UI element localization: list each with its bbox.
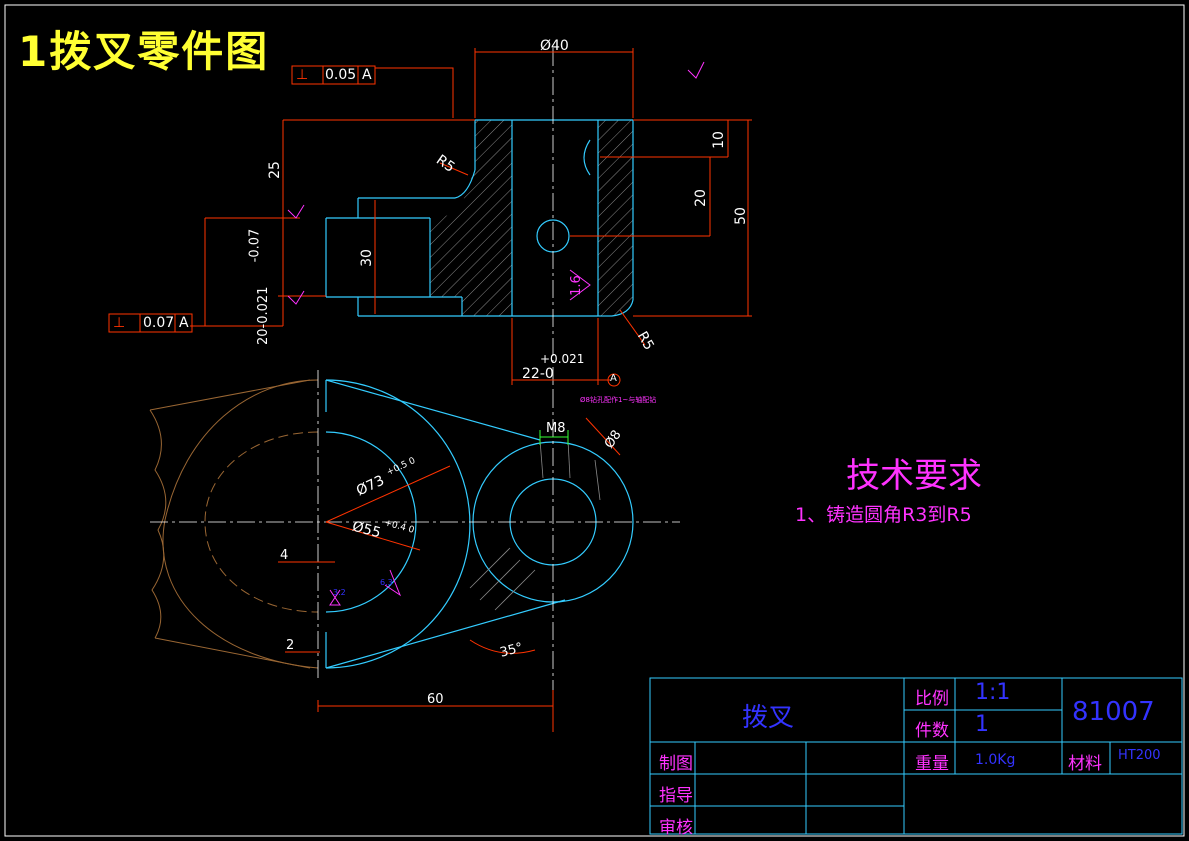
title-block-review-label: 审核: [659, 818, 693, 838]
title-block-weight-value: 1.0Kg: [975, 752, 1016, 768]
fcf-left-symbol: ⊥: [113, 315, 126, 331]
hatch-right-wall: [598, 120, 633, 316]
title-block-part-name: 拨叉: [742, 703, 795, 733]
drawing-frame: [4, 4, 1185, 837]
title-block-weight-label: 重量: [915, 754, 949, 774]
datum-a-label: A: [610, 373, 617, 384]
plan-dimensions: [278, 417, 621, 732]
dim-w22: 22-0: [522, 366, 554, 382]
dim-h20: 20: [692, 189, 709, 207]
title-block-qty-label: 件数: [915, 721, 949, 741]
title-block-guide-label: 指导: [659, 786, 693, 806]
dim-w4: 4: [280, 548, 289, 563]
section-dimensions: [190, 48, 752, 385]
title-block: [649, 677, 1183, 835]
dim-h10: 10: [710, 131, 727, 149]
roughness-symbols: [287, 61, 705, 606]
dim-w60: 60: [427, 692, 444, 707]
fcf-left: [108, 313, 193, 333]
hatch-left-wall: [430, 120, 512, 316]
fcf-top: [291, 65, 376, 85]
dim-tol-20: -0.07: [247, 228, 263, 263]
dim-w22-tol: +0.021: [540, 352, 585, 366]
title-block-material-label: 材料: [1068, 754, 1102, 774]
fcf-top-value: 0.05: [325, 67, 357, 83]
plan-view: [149, 370, 680, 690]
dim-d40: Ø40: [540, 38, 569, 54]
section-view: [325, 48, 634, 390]
title-block-material-value: HT200: [1118, 748, 1161, 763]
tech-requirement-item: 1、铸造圆角R3到R5: [795, 504, 972, 526]
title-block-drawing-no: 81007: [1072, 697, 1155, 727]
dim-h30: 30: [358, 249, 375, 267]
fcf-top-datum: A: [362, 67, 372, 83]
fcf-left-value: 0.07: [143, 315, 175, 331]
roughness-a: 3.2: [333, 588, 346, 597]
title-block-drawn-label: 制图: [659, 754, 693, 774]
dim-m8: M8: [546, 421, 566, 436]
datum-marker: [607, 373, 621, 387]
dim-h25: 25: [266, 161, 283, 179]
m8-dimension: [539, 430, 569, 445]
drawing-title: 1拨叉零件图: [18, 27, 270, 76]
dim-w2: 2: [286, 638, 295, 653]
fcf-left-datum: A: [179, 315, 189, 331]
fcf-top-symbol: ⊥: [296, 67, 309, 83]
title-block-scale-label: 比例: [915, 689, 949, 709]
dim-tol-20b: 20-0.021: [256, 286, 271, 345]
note-d8-drill: Ø8钻孔配作1~与轴配钻: [580, 396, 657, 404]
roughness-b: 6.3: [380, 578, 393, 587]
tech-requirements-heading: 技术要求: [846, 456, 982, 496]
dim-h50: 50: [732, 207, 749, 225]
title-block-scale-value: 1:1: [975, 680, 1011, 705]
title-block-qty-value: 1: [975, 712, 989, 737]
roughness-16: 1.6: [568, 275, 584, 296]
